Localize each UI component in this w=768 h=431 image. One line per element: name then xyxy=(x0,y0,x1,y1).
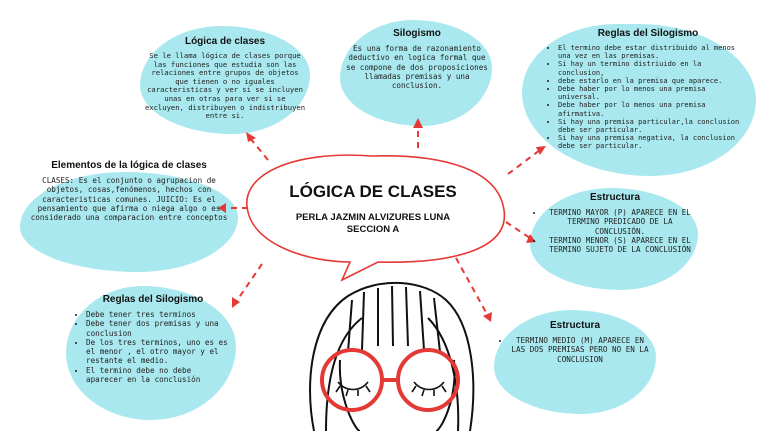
node-title: Estructura xyxy=(589,192,640,203)
blob-reglas-top xyxy=(522,24,756,176)
list-item: debe estarlo en la premisa que aparece. xyxy=(558,77,748,85)
blob-logica-clases xyxy=(140,26,310,134)
arrow-to-estructura-1 xyxy=(505,221,531,239)
list-item: Debe haber por lo menos una premisa univ… xyxy=(558,85,748,101)
section-label: SECCION A xyxy=(346,224,400,235)
node-title: Elementos de la lógica de clases xyxy=(51,160,207,171)
list-item: Debe haber por lo menos una premisa afir… xyxy=(558,101,748,117)
rules-list: Debe tener tres terminos Debe tener dos … xyxy=(76,310,230,384)
connector-arrows xyxy=(224,124,541,317)
list-item: Si hay un termino distriuido en la concl… xyxy=(558,60,748,76)
girl-face-illustration xyxy=(309,281,475,431)
arrow-to-reglas-top xyxy=(507,149,541,175)
structure-list: TERMINO MAYOR (P) APARECE EN EL TERMINO … xyxy=(534,208,696,254)
author-info: PERLA JAZMIN ALVIZURES LUNA SECCION A xyxy=(268,212,478,236)
node-elementos: Elementos de la lógica de clases CLASES:… xyxy=(26,160,232,222)
arrow-heads xyxy=(218,118,546,322)
structure-list: TERMINO MEDIO (M) APARECE EN LAS DOS PRE… xyxy=(500,336,650,364)
node-title: Reglas del Silogismo xyxy=(102,294,204,305)
node-estructura-2: Estructura TERMINO MEDIO (M) APARECE EN … xyxy=(500,320,650,364)
list-item: El termino debe estar distribuido al men… xyxy=(558,44,748,60)
list-item: TERMINO MEDIO (M) APARECE EN LAS DOS PRE… xyxy=(510,336,650,364)
node-reglas-top: Reglas del Silogismo El termino debe est… xyxy=(548,28,748,151)
node-title: Silogismo xyxy=(393,28,441,39)
node-reglas-bottom: Reglas del Silogismo Debe tener tres ter… xyxy=(76,294,230,384)
author-name: PERLA JAZMIN ALVIZURES LUNA xyxy=(295,212,451,223)
blob-reglas-bottom xyxy=(66,286,236,420)
node-title: Estructura xyxy=(549,320,600,331)
page-title: LÓGICA DE CLASES xyxy=(289,182,457,201)
arrow-to-estructura-2 xyxy=(455,257,489,317)
closed-eyes-icon xyxy=(335,381,447,397)
list-item: Debe tener dos premisas y una conclusion xyxy=(86,319,230,338)
list-item: De los tres terminos, uno es es el menor… xyxy=(86,338,230,366)
list-item: Debe tener tres terminos xyxy=(86,310,230,319)
speech-bubble xyxy=(245,154,506,282)
list-item: TERMINO MENOR (S) APARECE EN EL TERMINO … xyxy=(544,236,696,255)
node-text: Se le llama lógica de clases porque las … xyxy=(144,51,306,121)
blob-silogismo xyxy=(340,20,492,126)
arrow-to-reglas-bottom xyxy=(235,263,263,303)
node-text: Es una forma de razonamiento deductivo e… xyxy=(346,44,488,91)
blob-estructura-1 xyxy=(530,188,698,290)
list-item: El termino debe no debe aparecer en la c… xyxy=(86,366,230,385)
node-title: Lógica de clases xyxy=(184,36,266,47)
node-text: CLASES: Es el conjunto o agrupacion de o… xyxy=(30,176,228,223)
arrow-to-logica-clases xyxy=(249,137,269,161)
node-logica-clases: Lógica de clases Se le llama lógica de c… xyxy=(144,36,306,121)
node-estructura-1: Estructura TERMINO MAYOR (P) APARECE EN … xyxy=(534,192,696,254)
glasses-icon xyxy=(320,348,460,412)
list-item: Si hay una premisa negativa, la conclusi… xyxy=(558,134,748,150)
node-silogismo: Silogismo Es una forma de razonamiento d… xyxy=(344,28,490,90)
blob-estructura-2 xyxy=(494,310,656,414)
node-title: Reglas del Silogismo xyxy=(597,28,699,39)
blob-elementos xyxy=(20,172,238,272)
list-item: TERMINO MAYOR (P) APARECE EN EL TERMINO … xyxy=(544,208,696,236)
list-item: Si hay una premisa particular,la conclus… xyxy=(558,118,748,134)
rules-list: El termino debe estar distribuido al men… xyxy=(548,44,748,151)
